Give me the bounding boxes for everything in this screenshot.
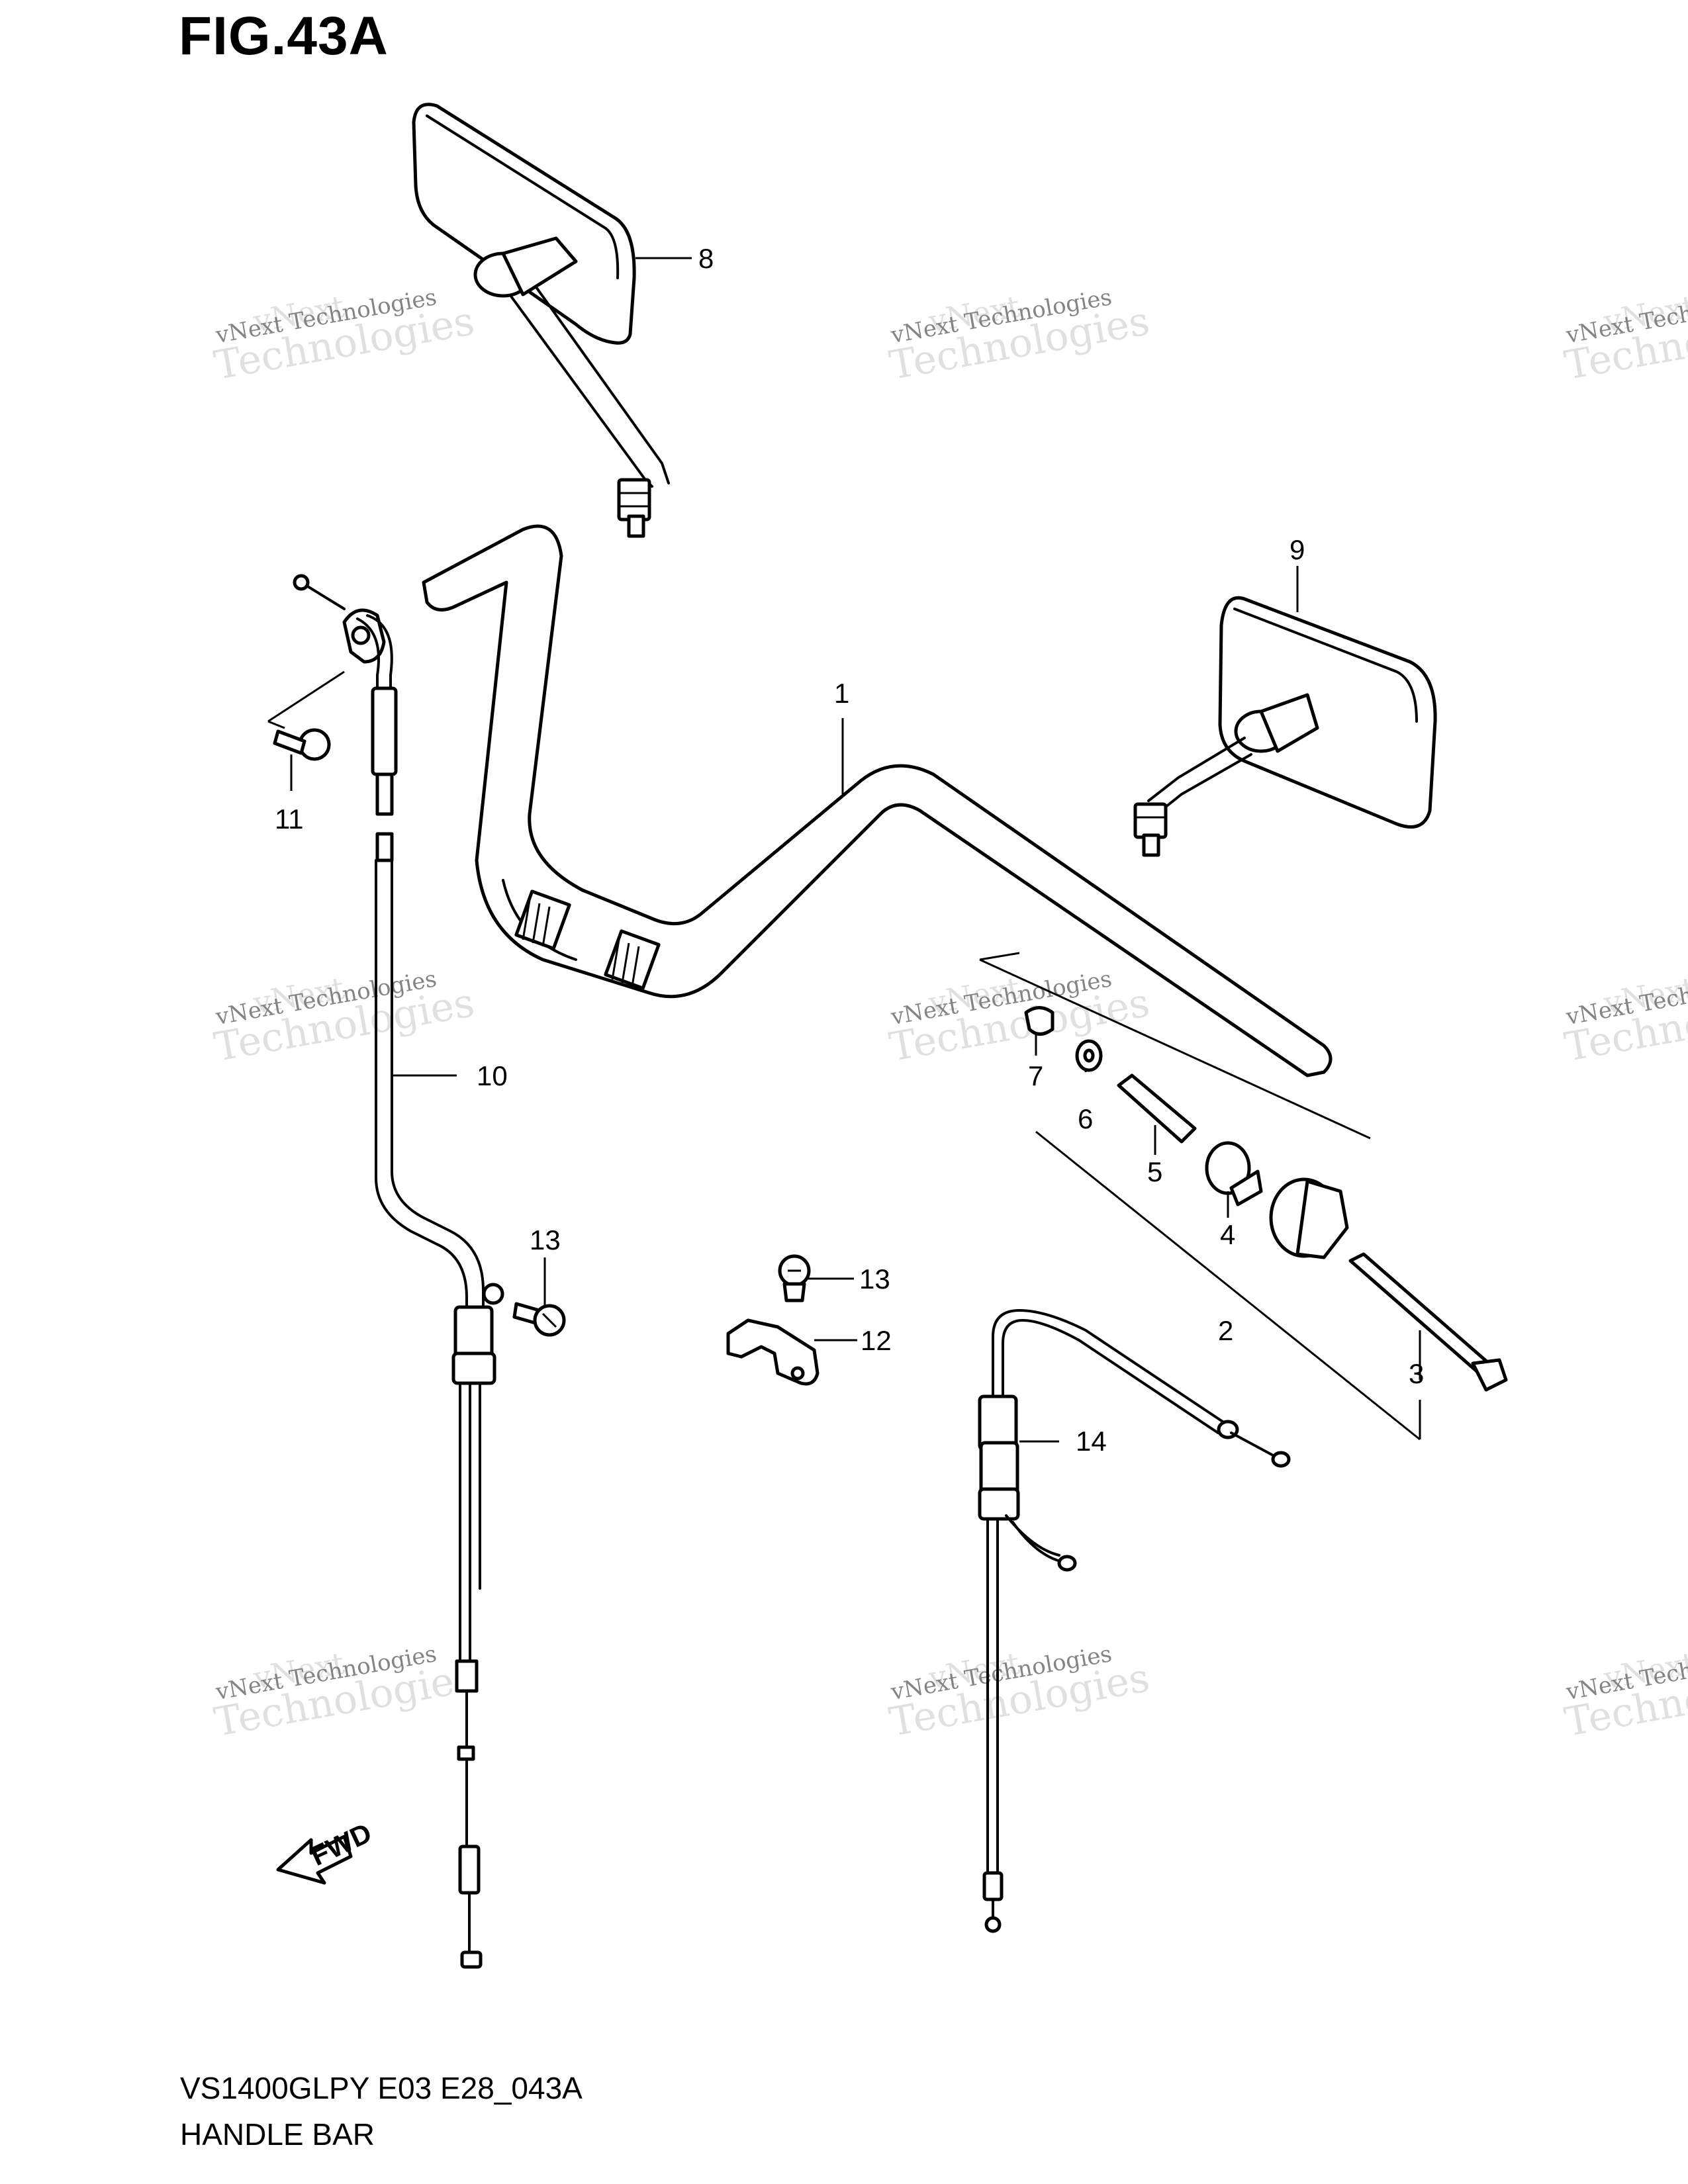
cable-holder-assembly bbox=[267, 574, 398, 816]
callout-8: 8 bbox=[698, 243, 714, 274]
callout-1: 1 bbox=[834, 678, 849, 709]
callout-10: 10 bbox=[477, 1060, 508, 1091]
fwd-arrow: FWD bbox=[276, 1817, 377, 1885]
screw-13-right bbox=[778, 1254, 811, 1302]
section-name: HANDLE BAR bbox=[180, 2117, 375, 2152]
callout-2: 2 bbox=[1218, 1315, 1233, 1346]
throttle-cable bbox=[978, 1308, 1291, 1933]
bar-end-parts bbox=[979, 952, 1508, 1392]
callout-5: 5 bbox=[1147, 1156, 1162, 1187]
callout-13-left: 13 bbox=[530, 1224, 561, 1255]
figure-title: FIG.43A bbox=[179, 6, 389, 66]
model-code: VS1400GLPY E03 E28_043A bbox=[180, 2071, 583, 2105]
leader-lines bbox=[290, 257, 1421, 1443]
callout-4: 4 bbox=[1220, 1219, 1235, 1250]
mirror-left bbox=[412, 103, 670, 538]
clamp-12 bbox=[726, 1318, 820, 1386]
svg-text:FWD: FWD bbox=[306, 1817, 377, 1872]
callout-7: 7 bbox=[1028, 1060, 1043, 1091]
callout-9: 9 bbox=[1289, 534, 1305, 565]
mirror-right bbox=[1133, 596, 1437, 857]
callout-3: 3 bbox=[1409, 1358, 1424, 1389]
callout-6: 6 bbox=[1078, 1103, 1093, 1134]
callout-13-right: 13 bbox=[859, 1263, 890, 1295]
callout-12: 12 bbox=[861, 1325, 892, 1356]
handle-bar bbox=[422, 524, 1333, 1077]
clutch-cable bbox=[375, 832, 504, 1969]
callout-14: 14 bbox=[1076, 1426, 1107, 1457]
screw-13-left bbox=[512, 1302, 566, 1337]
callout-11: 11 bbox=[275, 803, 304, 835]
